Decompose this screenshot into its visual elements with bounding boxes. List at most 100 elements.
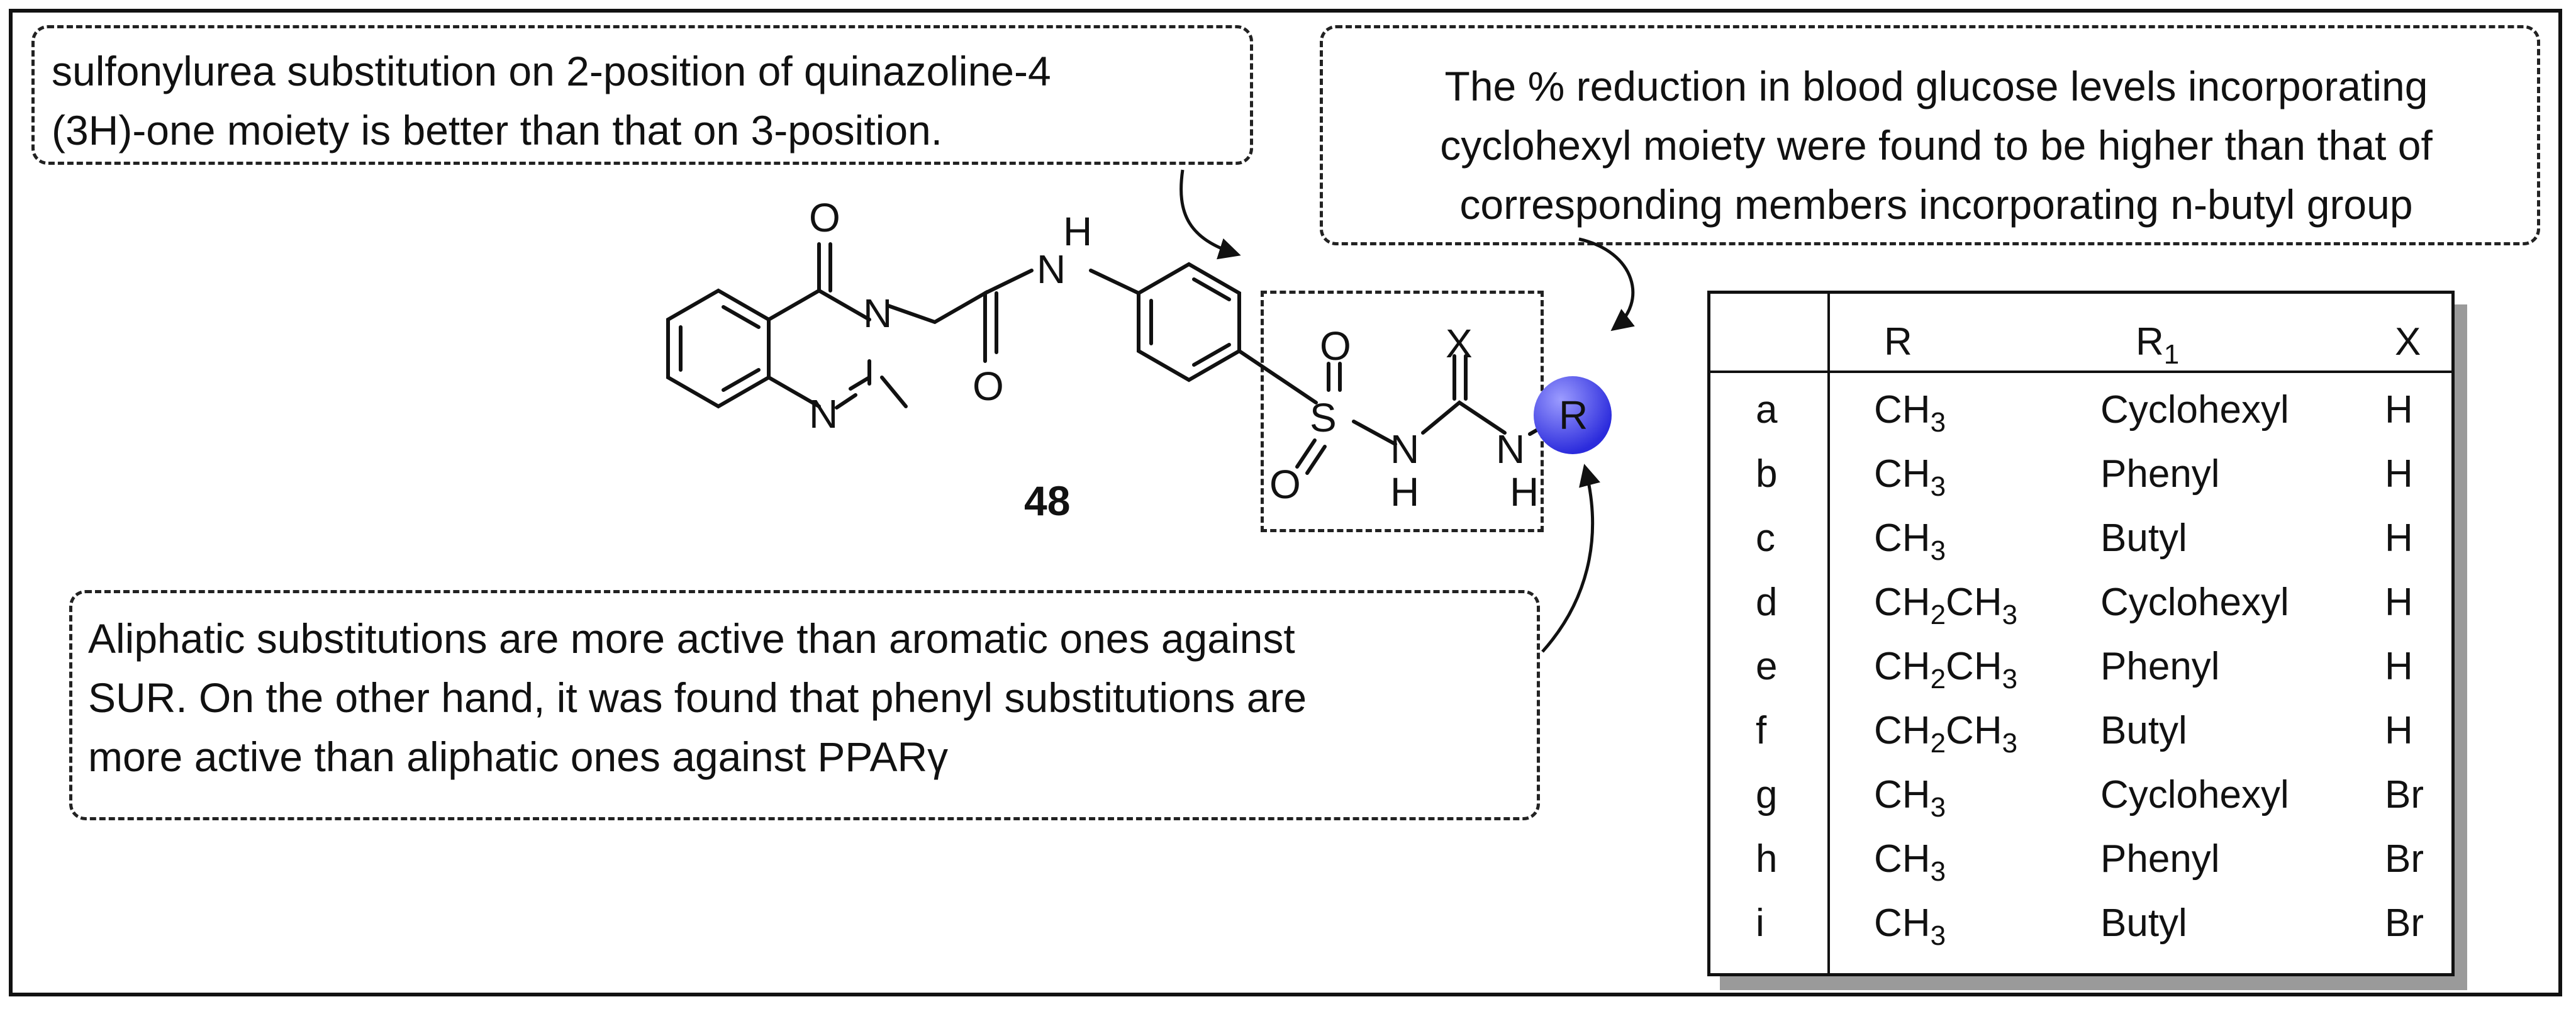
note-line: (3H)-one moiety is better than that on 3… [52, 107, 943, 153]
row-r1-substituent: Cyclohexyl [2100, 388, 2289, 432]
row-x-substituent: H [2385, 516, 2413, 560]
table-header-rule [1710, 371, 2451, 373]
row-id: b [1756, 452, 1778, 496]
row-r-substituent: CH3 [1874, 901, 1946, 950]
row-id: h [1756, 837, 1778, 881]
row-r1-substituent: Phenyl [2100, 645, 2220, 688]
atom-n-amide: N [1037, 247, 1066, 292]
atom-s: S [1310, 395, 1337, 440]
row-x-substituent: Br [2385, 837, 2424, 881]
note-top-left: sulfonylurea substitution on 2-position … [52, 42, 1051, 160]
atom-o-sulfonyl-top: O [1320, 323, 1351, 369]
row-r1-substituent: Butyl [2100, 709, 2187, 752]
r-sub: 3 [1930, 920, 1946, 951]
row-r-substituent: CH2CH3 [1874, 709, 2017, 757]
atom-n-ring: N [863, 291, 892, 336]
row-r1-substituent: Cyclohexyl [2100, 773, 2289, 817]
row-r-substituent: CH3 [1874, 773, 1946, 822]
r-main: CH [1874, 388, 1931, 432]
amide-c-n-bond [983, 269, 1034, 295]
r-tail: CH [1946, 645, 2002, 688]
note-bottom: Aliphatic substitutions are more active … [88, 609, 1307, 786]
note-line: Aliphatic substitutions are more active … [88, 615, 1295, 662]
row-r1-substituent: Phenyl [2100, 837, 2220, 881]
row-r-substituent: CH3 [1874, 837, 1946, 886]
atom-h1: H [1390, 469, 1419, 515]
r-main: CH [1874, 709, 1931, 752]
atom-n2: N [1496, 426, 1525, 472]
r-sub: 2 [1930, 664, 1946, 694]
imine-bond [835, 359, 871, 410]
aryl-s-bond [1237, 349, 1318, 404]
arrow-top-right [1578, 237, 1635, 332]
row-x-substituent: Br [2385, 773, 2424, 817]
r-sub: 2 [1930, 599, 1946, 630]
row-r-substituent: CH2CH3 [1874, 581, 2017, 629]
atom-r: R [1559, 393, 1588, 438]
s-o-double-bottom [1295, 438, 1327, 475]
r-sub: 3 [1930, 407, 1946, 438]
row-id: g [1756, 773, 1778, 817]
r-tail: CH [1946, 709, 2002, 752]
carbonyl-bond [817, 242, 832, 293]
row-r-substituent: CH3 [1874, 519, 1946, 565]
atom-n-ring-bottom: N [809, 391, 838, 437]
row-x-substituent: H [2385, 645, 2413, 688]
atom-o-amide: O [973, 364, 1004, 409]
r-sub2: 3 [2002, 664, 2018, 694]
note-box-bottom [69, 590, 1540, 820]
note-line: SUR. On the other hand, it was found tha… [88, 674, 1307, 721]
row-x-substituent: Br [2385, 901, 2424, 945]
header-r1-sub: 1 [2163, 339, 2180, 370]
r-group-sphere [1534, 376, 1612, 454]
row-r-substituent: CH3 [1874, 455, 1946, 501]
row-id: c [1756, 516, 1775, 560]
r-sub: 3 [1930, 471, 1946, 502]
s-n-bond [1352, 420, 1397, 446]
r-main: CH [1874, 773, 1931, 817]
row-id: d [1756, 581, 1778, 624]
row-r1-substituent: Butyl [2100, 901, 2187, 945]
benzo-ring [666, 288, 771, 409]
note-line: sulfonylurea substitution on 2-position … [52, 48, 1051, 94]
r-sub: 3 [1930, 792, 1946, 823]
r-sub: 3 [1930, 856, 1946, 887]
row-x-substituent: H [2385, 388, 2413, 432]
row-id: a [1756, 388, 1778, 432]
acetamide-chain [886, 289, 987, 363]
atom-o-sulfonyl-bottom: O [1269, 462, 1301, 507]
urea-bonds [1421, 400, 1507, 435]
compound-label: 48 [1024, 477, 1071, 524]
methyl-bond [880, 376, 908, 408]
row-r-substituent: CH2CH3 [1874, 645, 2017, 693]
atom-n1: N [1390, 426, 1419, 472]
atom-h2: H [1510, 469, 1539, 515]
note-line: more active than aliphatic ones against … [88, 733, 949, 780]
header-x: X [2395, 320, 2421, 364]
r-main: CH [1874, 837, 1931, 881]
row-r1-substituent: Phenyl [2100, 452, 2220, 496]
r-sub: 3 [1930, 535, 1946, 566]
r-sub: 2 [1930, 728, 1946, 759]
r-main: CH [1874, 901, 1931, 945]
phenylene-double-bonds [1149, 277, 1231, 367]
pyrimidinone-ring [767, 288, 871, 408]
benzo-double-bonds [679, 305, 761, 392]
note-line: The % reduction in blood glucose levels … [1444, 63, 2428, 109]
s-o-double-top [1327, 362, 1342, 392]
arrow-bottom [1541, 464, 1600, 653]
c-x-double-bond [1452, 354, 1468, 401]
atom-x: X [1446, 321, 1473, 366]
note-box-top-right [1320, 25, 2540, 245]
note-box-top-left [31, 25, 1253, 165]
r-main: CH [1874, 581, 1931, 624]
note-top-right: The % reduction in blood glucose levels … [1351, 57, 2521, 234]
note-line: corresponding members incorporating n-bu… [1459, 181, 2413, 228]
r-sub2: 3 [2002, 728, 2018, 759]
r-tail: CH [1946, 581, 2002, 624]
note-line: cyclohexyl moiety were found to be highe… [1440, 122, 2433, 169]
row-id: f [1756, 709, 1767, 752]
n-aryl-bond [1089, 269, 1140, 295]
